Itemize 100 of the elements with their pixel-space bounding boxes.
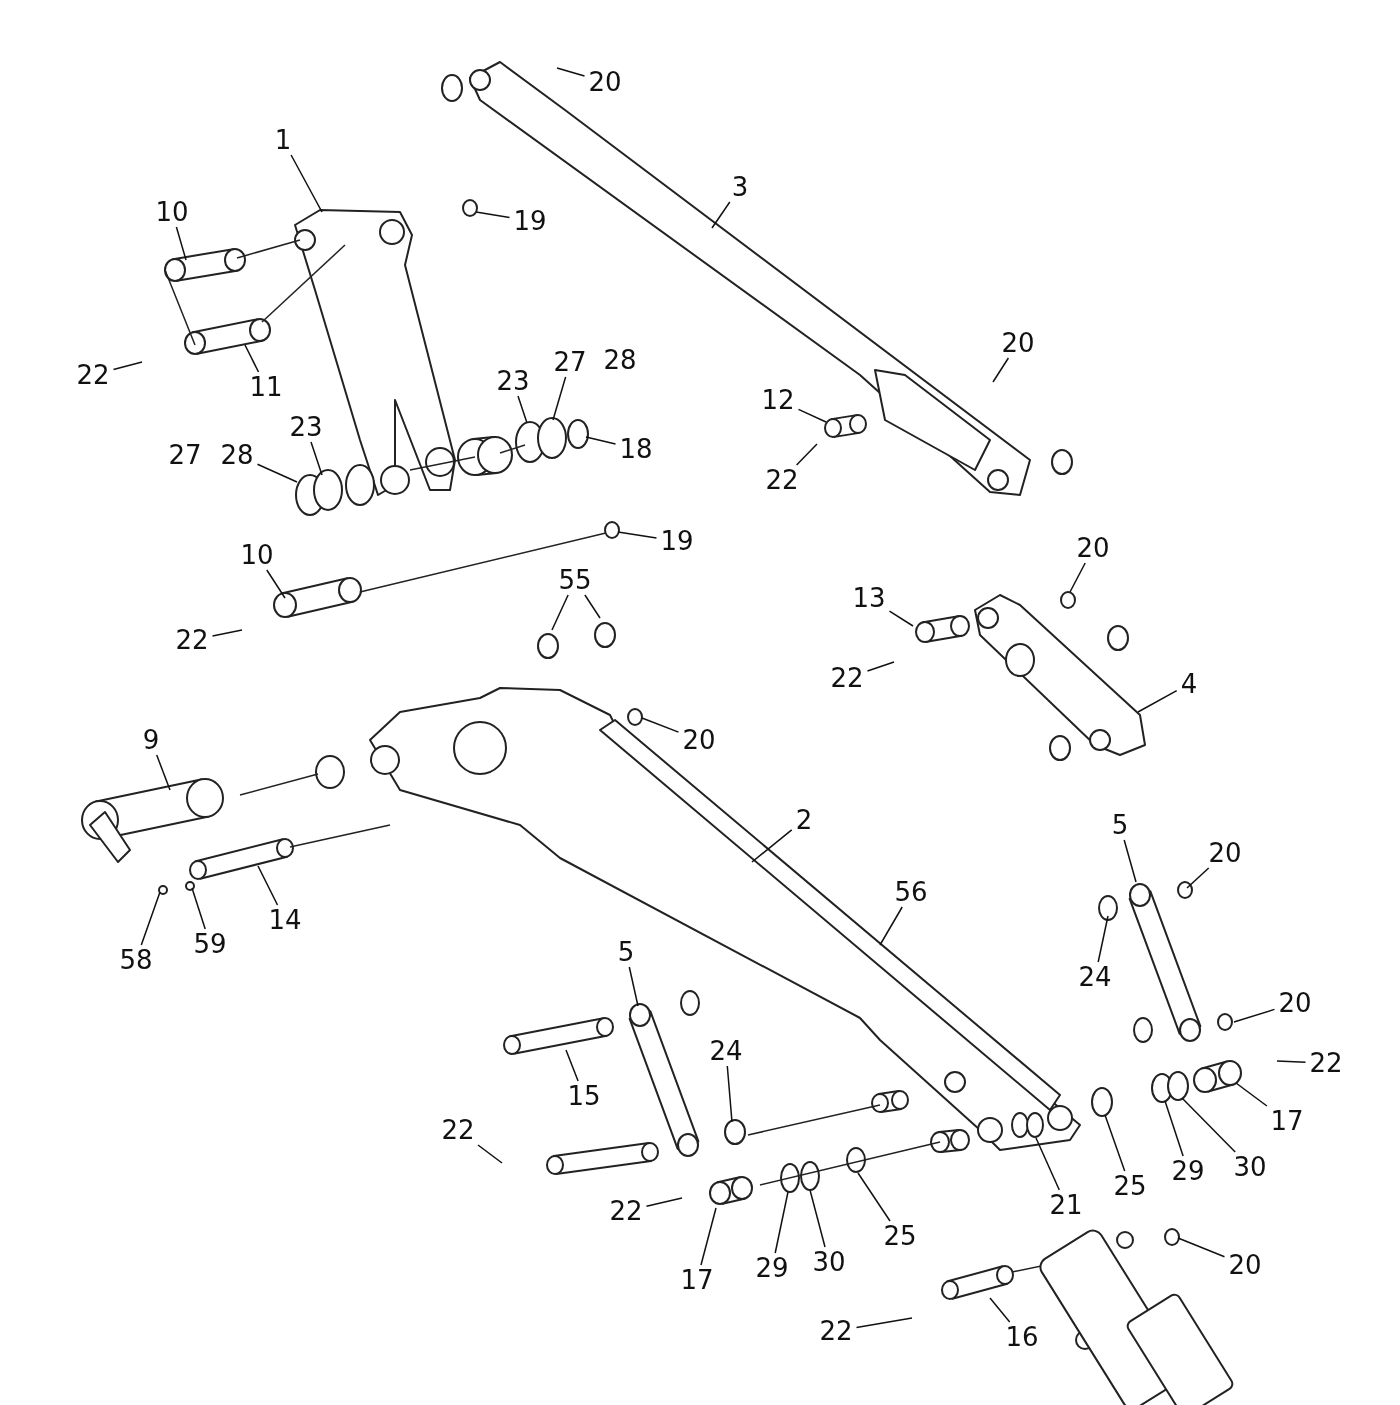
leader-line (565, 1049, 579, 1082)
callout-number: 28 (602, 346, 638, 374)
leader-line (1123, 839, 1137, 883)
callout-number: 4 (1178, 670, 1200, 698)
leader-line (857, 1172, 891, 1222)
callout-number: 22 (1307, 1049, 1345, 1077)
callout-number: 17 (678, 1266, 716, 1294)
callout-number: 29 (1169, 1157, 1207, 1185)
callout-number: 28 (218, 441, 256, 469)
callout-number: 3 (729, 173, 751, 201)
callout-number: 22 (817, 1317, 855, 1345)
leader-line (992, 357, 1010, 383)
leader-line (140, 891, 161, 946)
callout-number: 19 (511, 207, 549, 235)
leader-line (244, 344, 260, 373)
leader-line (290, 154, 323, 213)
leader-line (112, 361, 143, 371)
callout-number: 17 (1268, 1107, 1306, 1135)
leader-line (175, 226, 187, 261)
leader-line (1097, 915, 1109, 963)
callout-number: 27 (551, 348, 589, 376)
leader-line (1069, 562, 1086, 593)
callout-number: 22 (828, 664, 866, 692)
leader-line (155, 754, 171, 791)
callout-number: 10 (238, 541, 276, 569)
callout-number: 20 (1226, 1251, 1264, 1279)
leader-line (1137, 689, 1178, 713)
callout-number: 27 (167, 441, 203, 469)
callout-number: 14 (266, 906, 304, 934)
callout-number: 5 (1109, 811, 1131, 839)
callout-number: 12 (759, 386, 797, 414)
callout-number: 22 (439, 1116, 477, 1144)
leader-line (751, 829, 793, 863)
leader-line (855, 1317, 913, 1329)
leader-line (888, 610, 914, 627)
leader-line (1104, 1114, 1126, 1172)
callout-number: 11 (247, 373, 285, 401)
leader-line (1177, 1237, 1226, 1258)
leader-line (1276, 1060, 1307, 1063)
callout-number: 20 (680, 726, 718, 754)
callout-number: 20 (586, 68, 624, 96)
leader-line (797, 408, 827, 423)
leader-line (645, 1197, 683, 1207)
callout-number: 20 (999, 329, 1037, 357)
callout-number: 58 (117, 946, 155, 974)
callout-number: 10 (153, 198, 191, 226)
leader-line (809, 1189, 826, 1248)
leader-line (795, 443, 818, 466)
leader-line (879, 906, 903, 946)
leader-line (700, 1207, 717, 1266)
callout-number: 23 (287, 413, 325, 441)
callout-number: 56 (892, 878, 930, 906)
callout-number: 22 (763, 466, 801, 494)
callout-number: 20 (1206, 839, 1244, 867)
leader-line (1035, 1137, 1061, 1191)
callout-number: 25 (1111, 1172, 1149, 1200)
leader-line (866, 661, 895, 672)
callout-number: 18 (617, 435, 655, 463)
callout-number: 30 (810, 1248, 848, 1276)
leader-line (477, 1144, 503, 1164)
callout-number: 19 (658, 527, 696, 555)
callout-number: 1 (272, 126, 294, 154)
callout-number: 24 (1076, 963, 1114, 991)
callout-number: 20 (1276, 989, 1314, 1017)
leader-line (641, 717, 680, 733)
leader-line (1186, 867, 1210, 889)
leader-line (1164, 1100, 1184, 1157)
callout-number: 20 (1074, 534, 1112, 562)
leader-line (556, 67, 586, 77)
leader-line (256, 463, 298, 483)
callout-number: 59 (191, 930, 229, 958)
callout-number: 15 (565, 1082, 603, 1110)
callout-number: 5 (615, 938, 637, 966)
leader-line (1181, 1097, 1236, 1153)
callout-number: 25 (881, 1222, 919, 1250)
leader-line (211, 629, 243, 637)
callout-number: 9 (140, 726, 162, 754)
leader-line (551, 594, 569, 631)
leader-line (310, 441, 323, 476)
leader-line (774, 1191, 789, 1254)
leader-line (1235, 1082, 1268, 1107)
callout-number: 2 (793, 806, 815, 834)
leader-line (585, 436, 617, 445)
callout-number: 55 (556, 566, 594, 594)
leader-line (628, 966, 639, 1007)
leader-line (1233, 1008, 1276, 1023)
leader-line (257, 865, 279, 906)
callout-number: 16 (1003, 1323, 1041, 1351)
leader-line (989, 1297, 1011, 1323)
leader-line (266, 569, 286, 599)
leader-line (617, 531, 658, 539)
callout-number: 24 (707, 1037, 745, 1065)
callout-number: 23 (494, 367, 532, 395)
leader-line (552, 376, 567, 421)
leader-line (517, 395, 528, 424)
callout-number: 13 (850, 584, 888, 612)
callout-number: 21 (1047, 1191, 1085, 1219)
callout-number: 22 (74, 361, 112, 389)
leader-line (726, 1065, 733, 1123)
leader-line (191, 887, 206, 930)
